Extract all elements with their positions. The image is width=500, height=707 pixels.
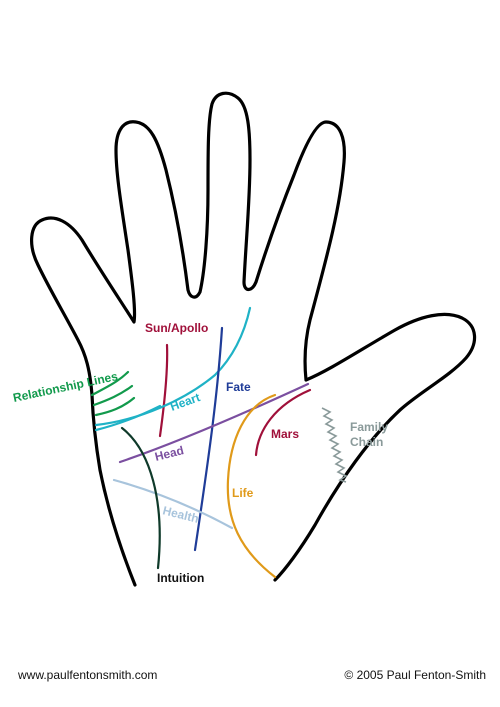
life-line — [226, 393, 277, 579]
mars-label: Mars — [271, 427, 299, 441]
family-chain-line — [321, 407, 348, 483]
health-label: Health — [161, 503, 200, 525]
heart-line-branch — [94, 404, 162, 432]
intuition-label: Intuition — [157, 571, 204, 585]
family-chain-label-line2: Chain — [350, 435, 383, 449]
website-footer: www.paulfentonsmith.com — [18, 668, 158, 682]
sun-apollo-line — [158, 343, 169, 438]
heart-label: Heart — [168, 390, 202, 414]
mars-line — [254, 388, 312, 457]
relationship-lines-label: Relationship Lines — [12, 369, 120, 405]
head-line — [118, 382, 310, 464]
life-label: Life — [232, 486, 254, 500]
fate-label: Fate — [226, 380, 251, 394]
relationship-lines — [90, 370, 136, 417]
sun-apollo-label: Sun/Apollo — [145, 321, 208, 335]
family-chain-label-line1: Family — [350, 420, 388, 434]
health-line — [112, 478, 234, 530]
hand-outline — [30, 91, 477, 587]
head-label: Head — [153, 443, 185, 464]
copyright-footer: © 2005 Paul Fenton-Smith — [344, 668, 486, 682]
intuition-line — [120, 426, 161, 570]
fate-line — [193, 326, 224, 552]
